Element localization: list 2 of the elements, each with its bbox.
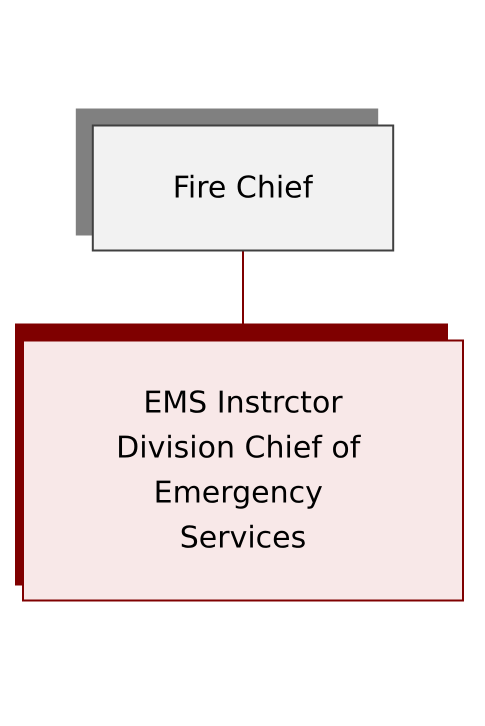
node-box: EMS Instrctor Division Chief of Emergency Services [22, 340, 464, 602]
connector [242, 250, 244, 340]
